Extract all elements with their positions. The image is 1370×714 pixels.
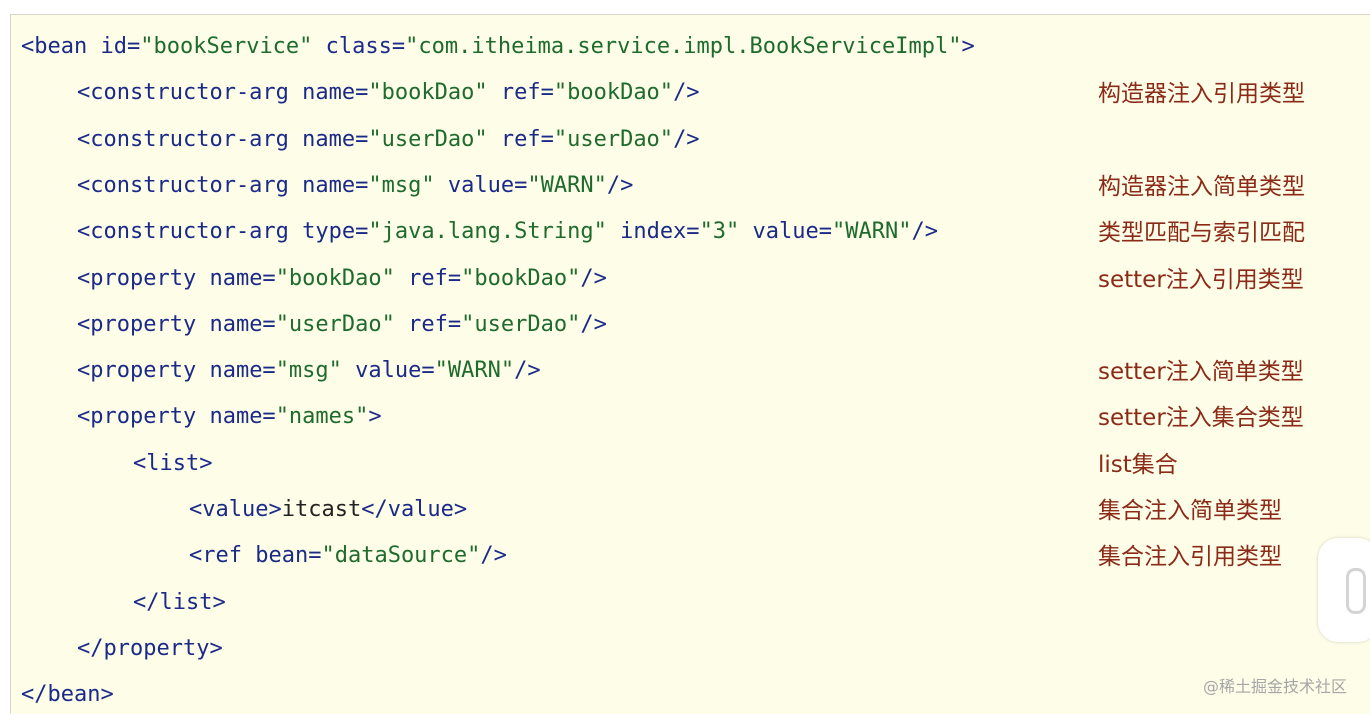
code-keyword: <property [77,404,210,430]
annotation-label: setter注入集合类型 [1098,405,1304,432]
code-keyword: </bean> [21,682,114,708]
annotation-label: list集合 [1098,451,1178,478]
widget-icon [1346,568,1366,614]
code-line: </list> [133,588,226,618]
floating-widget[interactable] [1318,538,1370,642]
code-text: itcast [281,497,362,522]
annotation-label: 集合注入引用类型 [1098,544,1282,571]
code-string: "bookDao" [553,80,674,106]
code-keyword: </list> [133,589,226,615]
code-line: </bean> [21,680,114,710]
code-keyword: <property [77,358,210,384]
code-keyword: <value> [189,497,282,522]
code-keyword: > [368,404,382,430]
code-keyword: <property [77,265,210,291]
code-keyword: ref= [408,265,462,291]
code-keyword: <constructor-arg [77,80,303,106]
code-keyword: class= [325,34,406,59]
code-keyword: /> [514,358,541,384]
code-keyword: <bean [21,34,101,59]
code-line: <constructor-arg name="msg" value="WARN"… [77,171,633,201]
code-line: <constructor-arg name="bookDao" ref="boo… [77,78,700,108]
code-line: <bean id="bookService" class="com.itheim… [21,32,975,62]
code-string: "bookService" [140,34,326,59]
code-line: <constructor-arg name="userDao" ref="use… [77,125,700,155]
code-keyword: > [961,34,975,59]
code-keyword: <constructor-arg [77,219,303,245]
code-string: "3" [699,219,753,245]
code-keyword: id= [100,34,141,59]
code-keyword: name= [302,126,369,152]
annotation-label: setter注入引用类型 [1098,266,1304,293]
code-line: <list> [133,449,212,479]
code-keyword: ref= [500,126,554,152]
code-keyword: name= [209,311,276,337]
code-line: <value>itcast</value> [189,495,467,525]
code-string: "msg" [275,358,356,384]
code-string: "userDao" [275,311,409,337]
code-string: "WARN" [832,219,912,245]
code-line: <ref bean="dataSource"/> [189,541,507,571]
annotation-label: setter注入简单类型 [1098,359,1304,386]
code-line: <property name="userDao" ref="userDao"/> [77,310,607,340]
code-keyword: <property [77,311,210,337]
code-keyword: <list> [133,450,213,476]
annotation-label: 类型匹配与索引匹配 [1098,220,1305,247]
code-string: "WARN" [527,172,607,198]
code-line: <property name="bookDao" ref="bookDao"/> [77,264,607,294]
code-keyword: name= [209,404,276,430]
code-keyword: <constructor-arg [77,126,303,152]
code-string: "java.lang.String" [368,219,621,245]
code-string: "WARN" [434,358,515,384]
code-line: <constructor-arg type="java.lang.String"… [77,217,938,247]
code-string: "bookDao" [275,265,409,291]
code-keyword: name= [209,265,276,291]
code-line: </property> [77,634,223,664]
code-keyword: value= [752,219,833,245]
code-keyword: name= [302,80,369,106]
code-string: "names" [275,404,369,430]
code-keyword: value= [447,172,528,198]
code-string: "msg" [368,172,448,198]
code-string: "dataSource" [321,543,481,569]
code-keyword: ref= [500,80,554,106]
code-keyword: /> [673,126,700,152]
code-string: "com.itheima.service.impl.BookServiceImp… [405,34,962,59]
code-keyword: ref= [408,311,462,337]
code-keyword: bean= [255,543,322,569]
code-string: "bookDao" [461,265,581,291]
code-keyword: <constructor-arg [77,172,303,198]
annotation-label: 构造器注入引用类型 [1098,81,1305,108]
code-keyword: /> [606,172,634,198]
code-keyword: value= [355,358,435,384]
code-line: <property name="names"> [77,402,382,432]
code-string: "bookDao" [368,80,501,106]
code-keyword: /> [480,543,507,569]
code-keyword: /> [673,80,700,106]
code-keyword: index= [620,219,700,245]
code-keyword: <ref [189,543,256,569]
annotation-label: 集合注入简单类型 [1098,498,1282,524]
code-string: "userDao" [461,311,581,337]
code-keyword: </value> [361,497,468,522]
code-keyword: name= [209,358,276,384]
code-keyword: name= [302,172,369,198]
code-panel: <bean id="bookService" class="com.itheim… [10,14,1370,714]
watermark: @稀土掘金技术社区 [1203,677,1348,696]
code-keyword: type= [302,219,369,245]
code-string: "userDao" [553,126,674,152]
annotation-label: 构造器注入简单类型 [1098,173,1305,200]
code-line: <property name="msg" value="WARN"/> [77,356,541,386]
code-keyword: </property> [77,635,223,661]
code-string: "userDao" [368,126,501,152]
code-keyword: /> [911,219,939,245]
code-keyword: /> [580,311,607,337]
code-keyword: /> [580,265,607,291]
